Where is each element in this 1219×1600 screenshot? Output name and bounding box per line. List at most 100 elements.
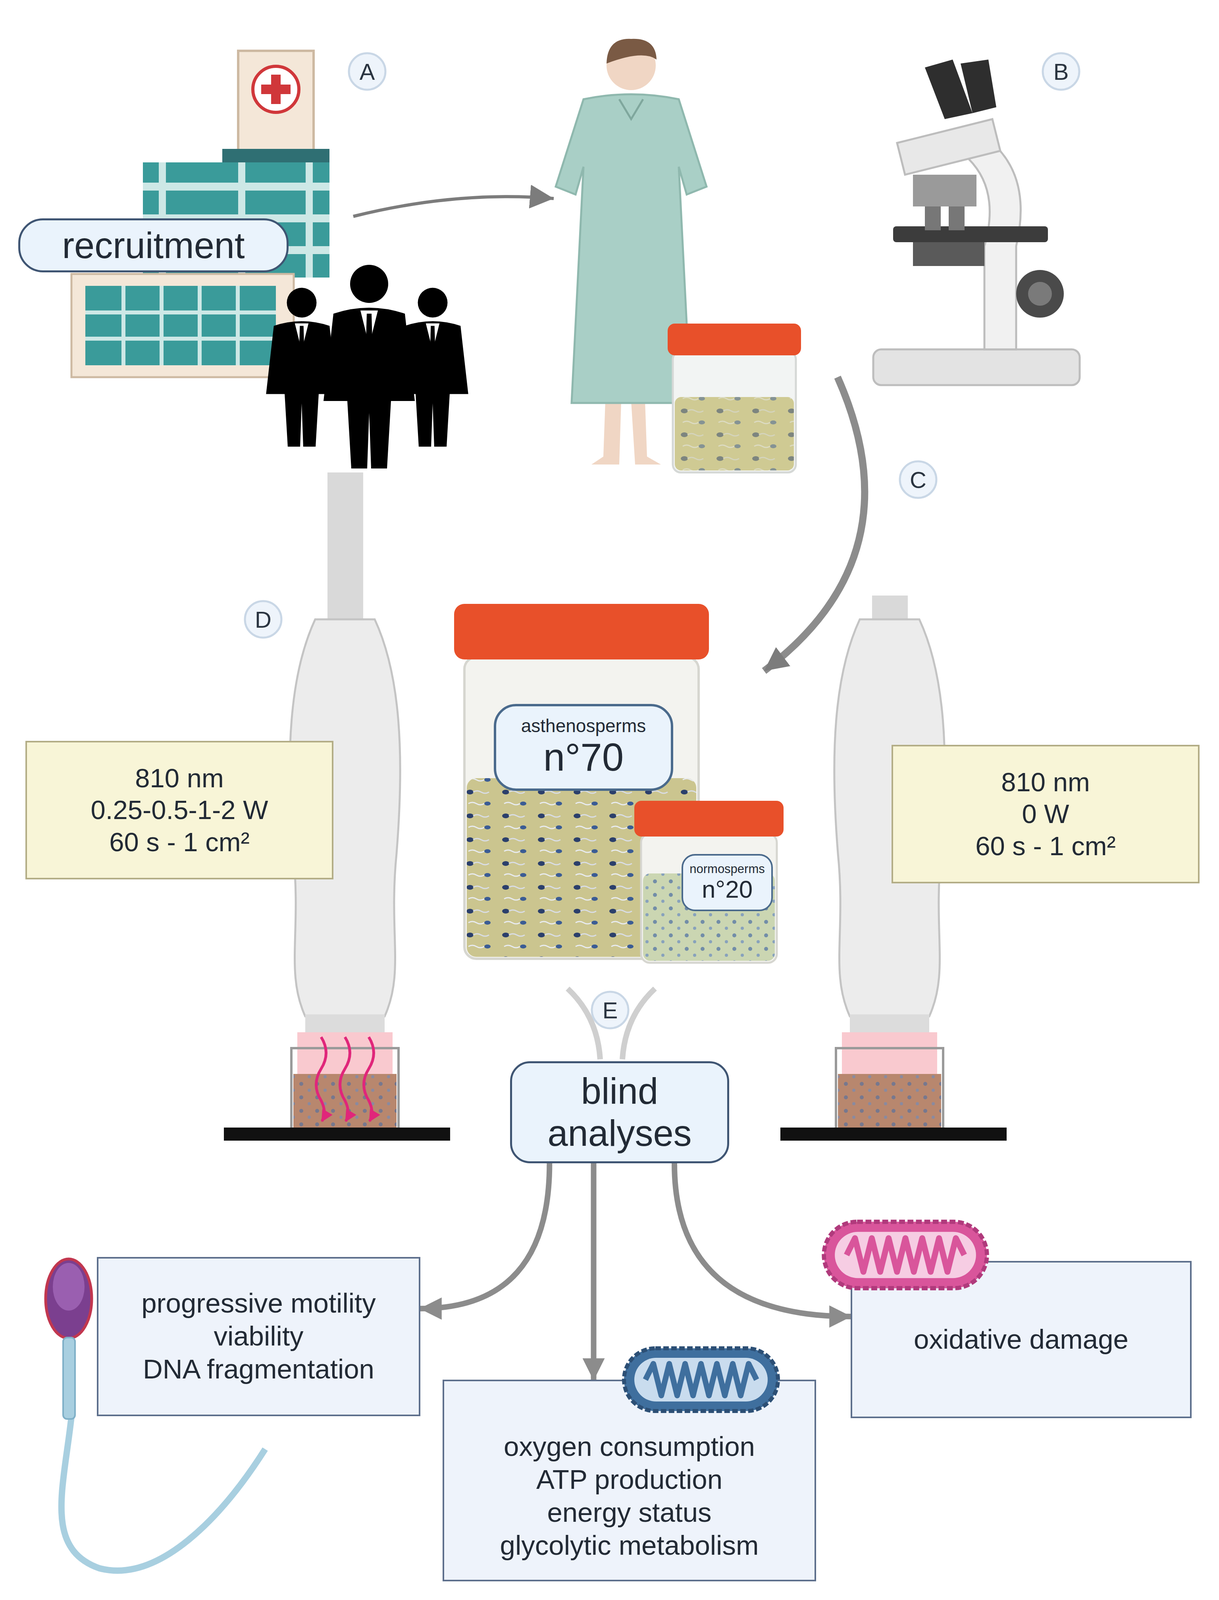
microscope bbox=[873, 349, 1080, 386]
businessmen bbox=[299, 325, 305, 352]
hospital bbox=[261, 84, 291, 95]
businessmen bbox=[417, 287, 448, 318]
laser-probe-treated bbox=[223, 619, 451, 1141]
microscope bbox=[897, 119, 1001, 175]
microscope bbox=[924, 59, 997, 120]
businessmen bbox=[265, 264, 468, 469]
hospital bbox=[85, 285, 276, 366]
small-jar bbox=[634, 800, 784, 837]
businessmen bbox=[323, 307, 415, 469]
mitochondrion-icon bbox=[834, 1231, 977, 1278]
box-text: oxygen consumption bbox=[503, 1430, 755, 1464]
box-text: DNA fragmentation bbox=[142, 1352, 375, 1386]
callout-letter: A bbox=[348, 53, 386, 90]
box-text: 0 W bbox=[1021, 797, 1069, 830]
callout-letter: B bbox=[1042, 53, 1080, 90]
businessmen bbox=[365, 313, 373, 347]
laser-probe-control bbox=[837, 1073, 942, 1128]
callout-letter: C bbox=[899, 461, 937, 498]
laser-probe-treated bbox=[291, 1047, 399, 1130]
outcome-box: oxygen consumptionATP productionenergy s… bbox=[442, 1379, 817, 1582]
callout-circles bbox=[1042, 53, 1080, 90]
box-text: normosperms bbox=[689, 862, 765, 876]
flow-arrow bbox=[591, 1163, 597, 1380]
mitochondrion-icon bbox=[824, 1221, 988, 1288]
sample-jar bbox=[667, 323, 802, 473]
microscope bbox=[948, 206, 965, 231]
laser-probe-treated bbox=[363, 1036, 374, 1121]
patient bbox=[591, 400, 661, 465]
box-text: recruitment bbox=[61, 223, 245, 268]
box-text: n°70 bbox=[543, 735, 624, 779]
box-text: progressive motility bbox=[141, 1286, 376, 1320]
callout-circles bbox=[348, 53, 386, 90]
mitochondrion-icon bbox=[634, 1357, 768, 1402]
hospital bbox=[252, 66, 299, 113]
businessmen bbox=[323, 264, 415, 469]
outcome-box: progressive motilityviabilityDNA fragmen… bbox=[96, 1256, 421, 1416]
box-text: 810 nm bbox=[134, 762, 224, 794]
businessmen bbox=[265, 287, 338, 447]
box-text: oxidative damage bbox=[913, 1322, 1129, 1356]
callout-circles bbox=[899, 461, 937, 498]
box-text: 0.25-0.5-1-2 W bbox=[90, 793, 269, 826]
laser-probe-treated bbox=[305, 1014, 385, 1033]
laser-probe-control bbox=[841, 1032, 938, 1076]
microscope bbox=[912, 174, 977, 207]
laser-probe-treated bbox=[340, 1036, 351, 1121]
hospital bbox=[238, 50, 314, 155]
mitochondrion-icon bbox=[816, 1219, 995, 1291]
callout-letter: D bbox=[244, 600, 282, 638]
box-text: 60 s - 1 cm² bbox=[109, 826, 250, 858]
step-box: recruitment bbox=[18, 218, 289, 273]
microscope bbox=[1028, 281, 1052, 306]
small-jar bbox=[634, 800, 784, 963]
microscope bbox=[893, 226, 1048, 243]
businessmen bbox=[350, 264, 389, 303]
sample-jar bbox=[674, 396, 794, 471]
callout-circles bbox=[244, 600, 282, 638]
sample-arrow bbox=[764, 377, 865, 671]
microscope bbox=[924, 206, 941, 231]
analysis-lines bbox=[567, 988, 655, 1060]
microscope bbox=[1016, 269, 1064, 318]
laser-probe-control bbox=[835, 1047, 944, 1130]
flow-arrow bbox=[674, 1163, 851, 1317]
sperm-midpiece bbox=[63, 1337, 76, 1419]
microscope bbox=[912, 242, 985, 266]
step-box: blind analyses bbox=[510, 1061, 730, 1164]
sample-jar bbox=[674, 396, 794, 471]
mitochondrion-icon bbox=[846, 1238, 965, 1272]
sample-jar bbox=[672, 351, 796, 473]
laser-probe-control bbox=[837, 1073, 942, 1128]
laser-probe-treated bbox=[327, 472, 364, 624]
sperm-head bbox=[40, 1254, 97, 1424]
laser-settings-box: 810 nm0.25-0.5-1-2 W60 s - 1 cm² bbox=[25, 740, 334, 880]
laser-probe-control bbox=[780, 1127, 1007, 1141]
small-jar bbox=[641, 833, 777, 963]
box-text: glycolytic metabolism bbox=[500, 1529, 759, 1562]
mitochondrion-icon bbox=[645, 1363, 757, 1396]
recruitment-arrow bbox=[353, 196, 554, 217]
hospital bbox=[85, 285, 276, 366]
patient bbox=[606, 38, 657, 64]
laser-probe-treated bbox=[223, 1127, 451, 1141]
box-text: 60 s - 1 cm² bbox=[975, 829, 1116, 862]
box-text: ATP production bbox=[536, 1463, 723, 1497]
sample-group-box: asthenospermsn°70 bbox=[493, 703, 674, 791]
sperm-tail bbox=[61, 1416, 266, 1571]
microscope bbox=[873, 59, 1080, 386]
businessmen bbox=[286, 287, 317, 318]
laser-settings-box: 810 nm0 W60 s - 1 cm² bbox=[891, 744, 1200, 884]
businessmen bbox=[430, 325, 436, 352]
box-text: viability bbox=[213, 1319, 304, 1353]
laser-probe-treated bbox=[316, 1036, 327, 1121]
callout-circles bbox=[591, 991, 629, 1029]
hospital bbox=[142, 182, 330, 191]
mitochondrion-icon bbox=[623, 1348, 779, 1411]
analysis-lines bbox=[622, 988, 655, 1060]
box-text: asthenosperms bbox=[521, 715, 647, 736]
flow-arrow bbox=[420, 1163, 550, 1309]
box-text: n°20 bbox=[701, 875, 753, 903]
